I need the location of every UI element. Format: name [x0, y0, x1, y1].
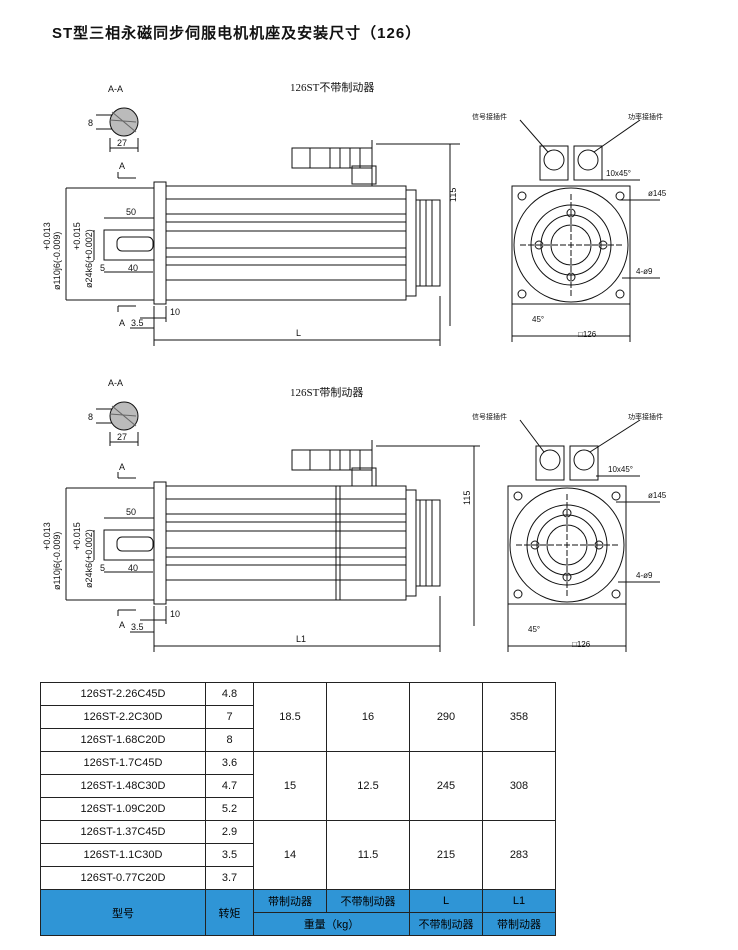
section-label: A-A — [108, 378, 123, 388]
torque-cell: 7 — [205, 705, 254, 729]
length-l-cell: 215 — [409, 820, 483, 890]
weight-brake-cell: 15 — [253, 751, 327, 821]
dim-chamfer: 10x45° — [608, 465, 633, 474]
dim-shaft-section: 27 — [117, 138, 127, 148]
weight-nobrake-cell: 16 — [326, 682, 410, 752]
dim-10: 10 — [170, 609, 180, 619]
model-cell: 126ST-1.7C45D — [40, 751, 206, 775]
header-torque: 转矩 — [205, 889, 254, 936]
dim-5: 5 — [100, 563, 105, 573]
weight-brake-cell: 14 — [253, 820, 327, 890]
model-cell: 126ST-1.09C20D — [40, 797, 206, 821]
model-cell: 126ST-1.1C30D — [40, 843, 206, 867]
weight-nobrake-cell: 11.5 — [326, 820, 410, 890]
dim-5: 5 — [100, 263, 105, 273]
section-label: A-A — [108, 84, 123, 94]
marker-a-bottom: A — [119, 620, 125, 630]
spec-table: 126ST-2.26C45D 4.8 18.5 16 290 358 126ST… — [40, 682, 556, 936]
length-l-cell: 290 — [409, 682, 483, 752]
dim-length: L — [296, 328, 301, 338]
drawing-without-brake: 126ST不带制动器 A-A 8 27 A — [42, 81, 667, 346]
marker-a-top: A — [119, 161, 125, 171]
model-cell: 126ST-2.26C45D — [40, 682, 206, 706]
dim-chamfer: 10x45° — [606, 169, 631, 178]
dim-3-5: 3.5 — [131, 318, 144, 328]
dim-115: 115 — [448, 188, 458, 202]
header-without-brake: 不带制动器 — [326, 889, 410, 913]
length-l-cell: 245 — [409, 751, 483, 821]
header-l1: L1 — [482, 889, 556, 913]
torque-cell: 5.2 — [205, 797, 254, 821]
dim-10: 10 — [170, 307, 180, 317]
torque-cell: 4.8 — [205, 682, 254, 706]
label-power-connector: 功率接插件 — [628, 412, 663, 421]
torque-cell: 8 — [205, 728, 254, 752]
torque-cell: 3.6 — [205, 751, 254, 775]
dim-square: □126 — [572, 640, 591, 649]
table-header-row: 型号 转矩 带制动器 不带制动器 L L1 — [40, 889, 556, 936]
dim-3-5: 3.5 — [131, 622, 144, 632]
dim-shaft-tol: +0.015 — [72, 222, 82, 250]
dim-flange-fit: ø110j6(-0.009) — [52, 532, 62, 590]
table-row: 126ST-1.68C20D 8 — [40, 728, 556, 752]
model-cell: 126ST-1.68C20D — [40, 728, 206, 752]
label-signal-connector: 信号接插件 — [472, 412, 507, 421]
torque-cell: 3.7 — [205, 866, 254, 890]
length-l1-cell: 283 — [482, 820, 556, 890]
model-cell: 126ST-2.2C30D — [40, 705, 206, 729]
torque-cell: 4.7 — [205, 774, 254, 798]
header-l-sub: 不带制动器 — [409, 912, 483, 936]
header-weight: 重量（kg） — [253, 912, 410, 936]
drawing-caption: 126ST不带制动器 — [290, 81, 374, 94]
marker-a-bottom: A — [119, 318, 125, 328]
model-cell: 126ST-1.37C45D — [40, 820, 206, 844]
dim-145: ø145 — [648, 189, 667, 198]
table-row: 126ST-2.26C45D 4.8 18.5 16 290 358 — [40, 682, 556, 752]
dim-key: 8 — [88, 412, 93, 422]
drawing-caption: 126ST带制动器 — [290, 386, 363, 399]
dim-key: 8 — [88, 118, 93, 128]
dim-flange-fit: ø110j6(-0.009) — [52, 232, 62, 290]
dim-50: 50 — [126, 507, 136, 517]
length-l1-cell: 358 — [482, 682, 556, 752]
table-row: 126ST-1.7C45D 3.6 15 12.5 245 308 — [40, 751, 556, 821]
dim-length: L1 — [296, 634, 306, 644]
dim-angle: 45° — [532, 315, 544, 324]
header-l: L — [409, 889, 483, 913]
header-model: 型号 — [40, 889, 206, 936]
weight-nobrake-cell: 12.5 — [326, 751, 410, 821]
table-row: 126ST-1.1C30D 3.5 — [40, 843, 556, 867]
model-cell: 126ST-0.77C20D — [40, 866, 206, 890]
dim-145: ø145 — [648, 491, 667, 500]
dim-holes: 4-ø9 — [636, 267, 653, 276]
marker-a-top: A — [119, 462, 125, 472]
torque-cell: 2.9 — [205, 820, 254, 844]
dim-shaft-fit: ø24k6(+0.002) — [84, 529, 94, 588]
dim-holes: 4-ø9 — [636, 571, 653, 580]
header-with-brake: 带制动器 — [253, 889, 327, 913]
dim-shaft-section: 27 — [117, 432, 127, 442]
table-row: 126ST-2.2C30D 7 — [40, 705, 556, 729]
dim-angle: 45° — [528, 625, 540, 634]
dim-40: 40 — [128, 563, 138, 573]
label-signal-connector: 信号接插件 — [472, 112, 507, 121]
page-title: ST型三相永磁同步伺服电机机座及安装尺寸（126） — [52, 25, 422, 42]
dim-flange-tol: +0.013 — [42, 222, 52, 250]
model-cell: 126ST-1.48C30D — [40, 774, 206, 798]
header-l1-sub: 带制动器 — [482, 912, 556, 936]
drawing-with-brake: 126ST带制动器 A-A 8 27 A — [42, 378, 667, 652]
torque-cell: 3.5 — [205, 843, 254, 867]
dim-flange-tol: +0.013 — [42, 522, 52, 550]
label-power-connector: 功率接插件 — [628, 112, 663, 121]
dim-40: 40 — [128, 263, 138, 273]
table-row: 126ST-1.37C45D 2.9 14 11.5 215 283 — [40, 820, 556, 890]
table-header-row: 重量（kg） 不带制动器 带制动器 — [41, 912, 556, 936]
dim-shaft-tol: +0.015 — [72, 522, 82, 550]
weight-brake-cell: 18.5 — [253, 682, 327, 752]
dim-50: 50 — [126, 207, 136, 217]
length-l1-cell: 308 — [482, 751, 556, 821]
dim-square: □126 — [578, 330, 597, 339]
dim-shaft-fit: ø24k6(+0.002) — [84, 229, 94, 288]
dim-115: 115 — [462, 491, 472, 505]
